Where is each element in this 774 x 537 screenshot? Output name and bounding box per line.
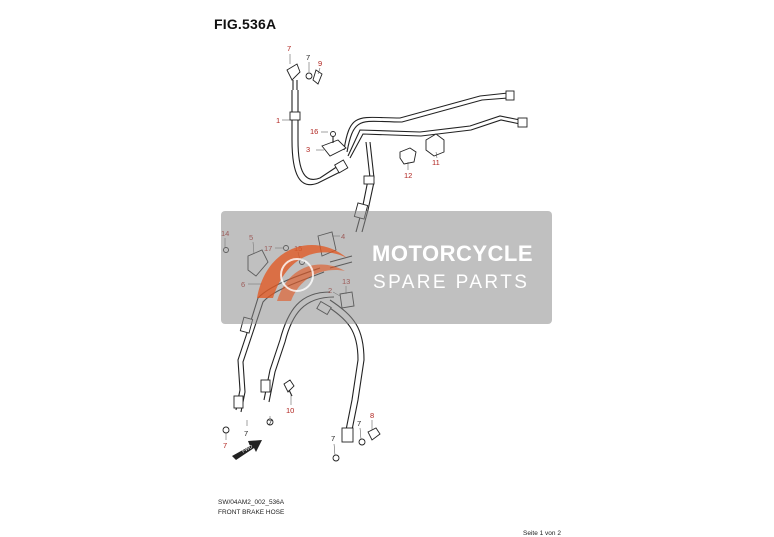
callout-16: 16: [310, 127, 318, 136]
hose-clamp-part-3[interactable]: [321, 131, 347, 157]
fwd-label: FWD: [241, 444, 254, 455]
callout-7-lower-mid-b: 7: [244, 429, 248, 438]
callout-12: 12: [404, 171, 412, 180]
callout-1: 1: [276, 116, 280, 125]
callout-3: 3: [306, 145, 310, 154]
washer-lower-left[interactable]: [222, 426, 230, 434]
callout-7-lower-mid: 7: [268, 418, 272, 427]
callout-7-top-b: 7: [306, 53, 310, 62]
washer-lower-right-b[interactable]: [358, 438, 366, 446]
callout-7-top: 7: [287, 44, 291, 53]
banjo-bolt-top[interactable]: [305, 69, 323, 85]
brake-pipe-upper[interactable]: [343, 90, 528, 233]
callout-7-lower-right: 7: [331, 434, 335, 443]
motorcycle-logo-icon: [257, 245, 347, 301]
page-number: Seite 1 von 2: [523, 530, 561, 537]
callout-7-lower-left: 7: [223, 441, 227, 450]
callout-10: 10: [286, 406, 294, 415]
watermark-subtitle: SPARE PARTS: [373, 272, 530, 293]
clamp-part-11[interactable]: [425, 133, 445, 157]
washer-lower-right-a[interactable]: [332, 454, 340, 462]
figure-title: FIG.536A: [214, 16, 277, 32]
callout-7-lower-right-b: 7: [357, 419, 361, 428]
diagram-caption: FRONT BRAKE HOSE: [218, 509, 285, 516]
hose-part-1[interactable]: [286, 63, 349, 186]
diagram-code: SW/04AM2_002_536A: [218, 499, 285, 506]
banjo-bolt-part-8[interactable]: [367, 427, 381, 441]
callout-9: 9: [318, 59, 322, 68]
banjo-bolt-part-10[interactable]: [283, 379, 295, 397]
watermark-title: MOTORCYCLE: [372, 241, 534, 266]
callout-11: 11: [432, 158, 440, 167]
fwd-arrow-icon: FWD: [232, 440, 262, 460]
callout-8: 8: [370, 411, 374, 420]
clamp-part-12[interactable]: [399, 147, 417, 165]
watermark-panel: [221, 211, 552, 324]
